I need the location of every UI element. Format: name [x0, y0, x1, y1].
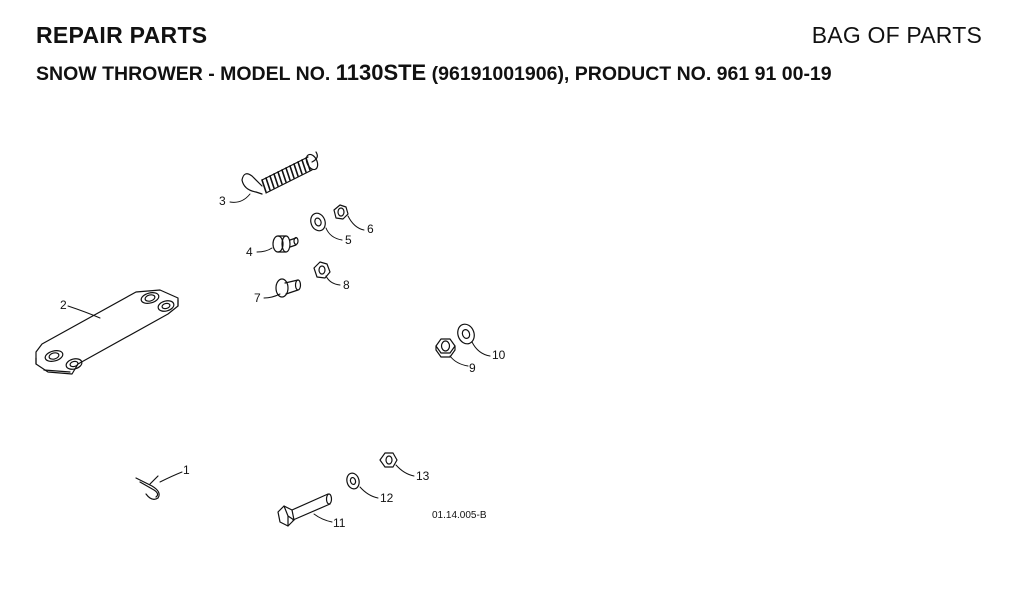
bolt-part-7: [275, 278, 302, 298]
cotter-pin-part: [135, 475, 160, 500]
callout-labels: 3 2 4 7 5 6 8 9 10 1 11 12 13 01.14.005-…: [60, 194, 506, 530]
nut-part-8: [313, 261, 331, 279]
model-number: 1130STE: [335, 60, 427, 85]
subtitle-prefix: SNOW THROWER - MODEL NO.: [36, 63, 336, 85]
callout-11: 11: [333, 516, 346, 530]
spring-part: [241, 151, 319, 195]
product-subtitle: SNOW THROWER - MODEL NO. 1130STE (961910…: [36, 60, 832, 86]
nut-part-13: [379, 452, 398, 468]
callout-2: 2: [60, 298, 67, 312]
section-title: BAG OF PARTS: [811, 22, 982, 48]
leader-lines: [67, 193, 491, 523]
callout-12: 12: [380, 491, 394, 505]
callout-8: 8: [343, 278, 350, 292]
callout-7: 7: [254, 291, 261, 305]
hex-bolt-part: [277, 493, 333, 527]
washer-part-12: [346, 472, 360, 490]
link-bar-part: [35, 289, 179, 375]
page-title: REPAIR PARTS: [36, 22, 208, 48]
callout-3: 3: [219, 194, 226, 208]
nut-part-6: [333, 204, 349, 220]
subtitle-suffix: (96191001906), PRODUCT NO. 961 91 00-19: [426, 63, 832, 85]
callout-5: 5: [345, 233, 352, 247]
washer-part-10: [457, 323, 475, 345]
callout-10: 10: [492, 348, 506, 362]
callout-1: 1: [183, 463, 190, 477]
callout-13: 13: [416, 469, 430, 483]
callout-9: 9: [469, 361, 476, 375]
nut-part-9: [435, 338, 456, 358]
shoulder-bolt-part: [272, 235, 299, 253]
callout-6: 6: [367, 222, 374, 236]
callout-4: 4: [246, 245, 253, 259]
washer-part-5: [310, 212, 326, 232]
figure-code: 01.14.005-B: [432, 510, 487, 521]
